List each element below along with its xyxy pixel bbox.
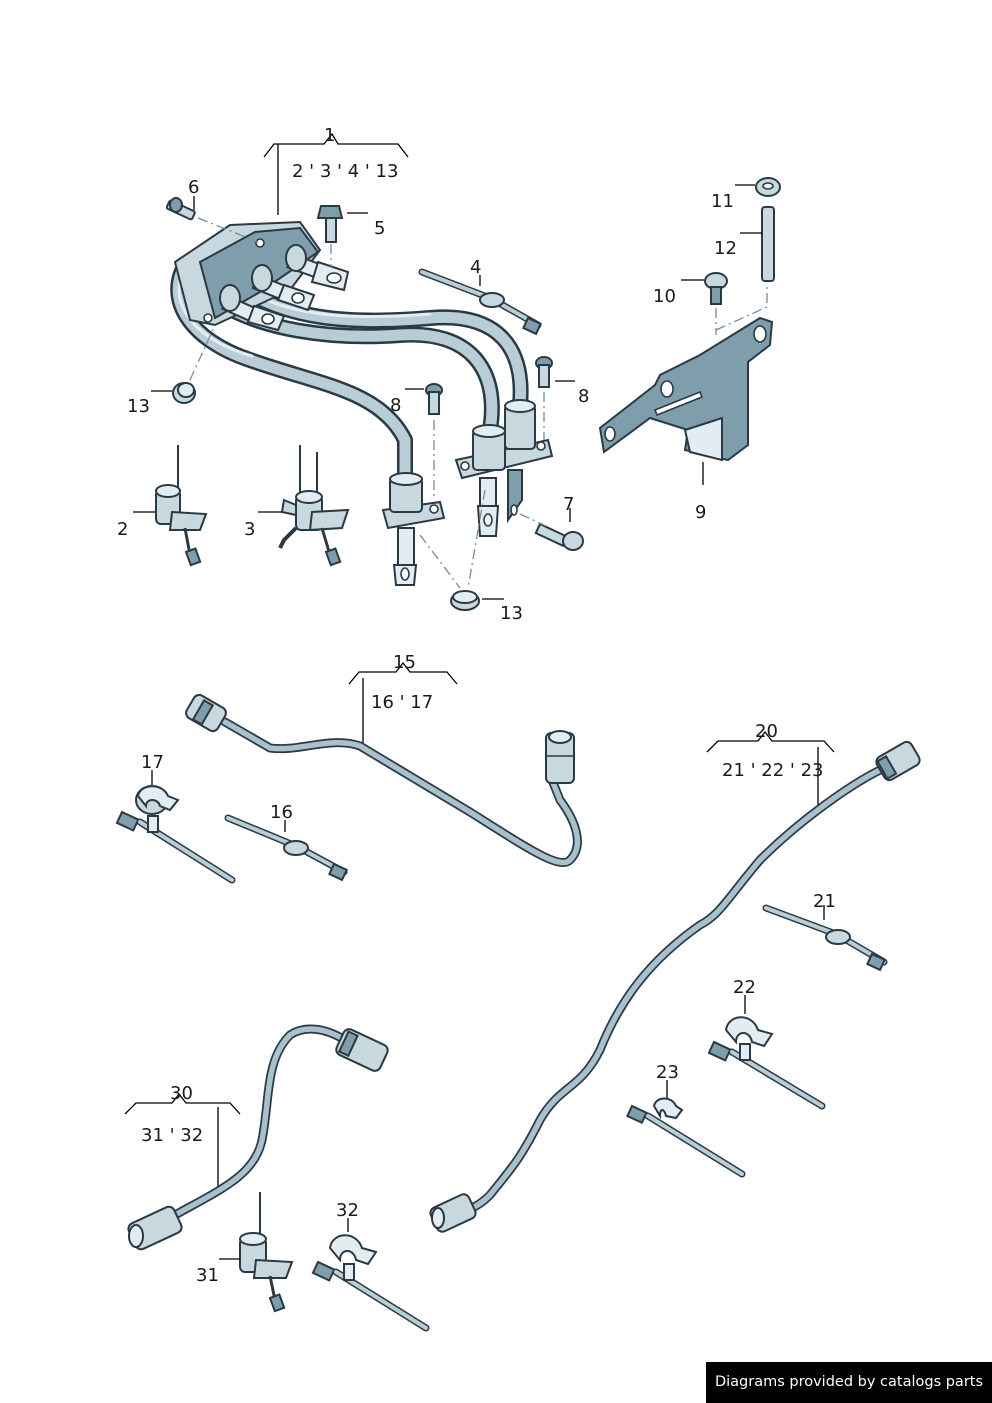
footer-credit: Diagrams provided by catalogs parts [706,1362,992,1403]
group-30-bracket [124,1092,241,1115]
harness-20-cable[interactable] [457,765,885,1215]
group-15-bracket [348,661,458,685]
group-1-includes: 2 ' 3 ' 4 ' 13 [292,161,398,182]
group-15-number[interactable]: 15 [393,652,416,673]
callout-21[interactable]: 21 [813,891,836,912]
group-20-bracket [706,730,835,753]
callout-16[interactable]: 16 [270,802,293,823]
callout-13a[interactable]: 13 [127,396,150,417]
harness-30-cable[interactable] [170,1024,350,1220]
part-10-screw[interactable]: 10 [653,272,728,307]
part-23-clip[interactable]: 23 [626,1062,746,1178]
group-1-assembly: 1 2 ' 3 ' 4 ' 13 [117,125,589,624]
callout-7[interactable]: 7 [563,494,574,515]
group-20-number[interactable]: 20 [755,721,778,742]
callout-6[interactable]: 6 [188,177,199,198]
part-7-bolt[interactable]: 7 [519,494,584,551]
callout-8b[interactable]: 8 [578,386,589,407]
part-32-clip[interactable]: 32 [311,1200,430,1332]
callout-31[interactable]: 31 [196,1265,219,1286]
callout-8a[interactable]: 8 [390,395,401,416]
group-20-harness: 20 21 ' 22 ' 23 21 [428,721,922,1233]
group-15-harness: 15 16 ' 17 17 [115,652,582,884]
callout-22[interactable]: 22 [733,977,756,998]
harness-15-cable[interactable] [220,717,582,868]
group-1-number[interactable]: 1 [324,125,335,146]
harness-15-connector-b[interactable] [545,730,575,784]
part-8-screw-left[interactable]: 8 [390,383,443,500]
callout-23[interactable]: 23 [656,1062,679,1083]
callout-2[interactable]: 2 [117,519,128,540]
part-17-clip[interactable]: 17 [115,752,236,884]
part-22-clip[interactable]: 22 [707,977,826,1110]
harness-20-connector-b[interactable] [428,1192,477,1233]
bracket-assembly: 11 12 10 9 [598,177,781,523]
harness-30-connector-b[interactable] [126,1205,183,1252]
callout-17[interactable]: 17 [141,752,164,773]
group-20-includes: 21 ' 22 ' 23 [722,760,824,781]
harness-20-connector-a[interactable] [874,740,922,783]
group-30-includes: 31 ' 32 [141,1125,203,1146]
callout-9[interactable]: 9 [695,502,706,523]
callout-5[interactable]: 5 [374,218,385,239]
part-6-screw[interactable]: 6 [165,177,259,243]
callout-12[interactable]: 12 [714,238,737,259]
group-30-harness: 30 31 ' 32 31 [124,1024,430,1332]
part-9-bracket[interactable]: 9 [598,316,774,523]
group-15-includes: 16 ' 17 [371,692,433,713]
callout-11[interactable]: 11 [711,191,734,212]
part-2-terminal[interactable]: 2 [117,445,208,567]
callout-13b[interactable]: 13 [500,603,523,624]
callout-10[interactable]: 10 [653,286,676,307]
part-21-cable-tie[interactable]: 21 [762,891,888,972]
part-12-stud[interactable]: 12 [714,206,775,282]
cable-end-double[interactable] [454,399,554,537]
callout-4[interactable]: 4 [470,257,481,278]
part-13-ring[interactable]: 13 [127,324,216,417]
part-3-terminal[interactable]: 3 [244,445,350,567]
part-31-terminal[interactable]: 31 [196,1192,294,1313]
distributor-block[interactable] [173,220,350,332]
part-4-cable-tie[interactable]: 4 [418,257,543,336]
group-30-number[interactable]: 30 [170,1083,193,1104]
part-5-bolt[interactable]: 5 [316,205,385,268]
callout-3[interactable]: 3 [244,519,255,540]
part-11-nut[interactable]: 11 [711,177,781,212]
cable-end-single[interactable] [381,472,446,586]
callout-32[interactable]: 32 [336,1200,359,1221]
part-8-screw-right[interactable]: 8 [535,356,589,440]
group-1-bracket [263,132,409,158]
harness-15-connector-a[interactable] [184,693,228,734]
part-16-cable-tie[interactable]: 16 [224,802,349,882]
part-13-ring-bottom[interactable]: 13 [419,489,523,624]
harness-30-connector-a[interactable] [334,1027,389,1073]
